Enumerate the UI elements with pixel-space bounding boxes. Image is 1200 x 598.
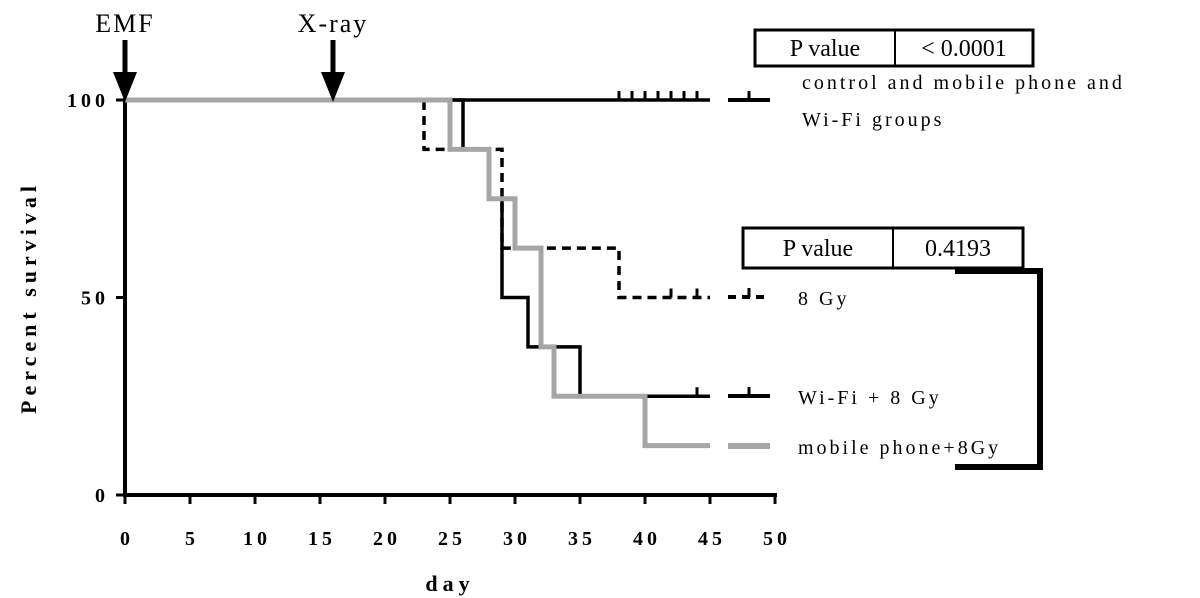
x-tick-label: 5: [185, 528, 199, 550]
annotation-arrow-head: [113, 72, 137, 102]
y-tick-label: 50: [81, 288, 109, 310]
legend-label-line2: Wi-Fi groups: [802, 109, 944, 131]
legend-label: 8 Gy: [798, 288, 849, 310]
series-line-2: [125, 98, 710, 398]
annotation-arrow-head: [321, 72, 345, 102]
p-value-label: P value: [783, 236, 853, 262]
p-value-value: 0.4193: [925, 236, 991, 262]
x-tick-label: 35: [568, 528, 596, 550]
x-tick-label: 30: [503, 528, 531, 550]
comparison-bracket: [955, 268, 1043, 470]
p-value-label: P value: [790, 36, 860, 62]
p-value-tables: P value < 0.0001 P value 0.4193: [741, 28, 1043, 470]
annotation-label: X-ray: [298, 9, 369, 38]
x-tick-label: 45: [698, 528, 726, 550]
x-tick-label: 50: [763, 528, 791, 550]
y-axis-title: Percent survival: [16, 181, 41, 414]
series-line-1: [125, 98, 710, 300]
x-tick-label: 0: [120, 528, 134, 550]
p-value-table: [741, 226, 1025, 270]
y-tick-label: 0: [95, 485, 109, 507]
legend-label: control and mobile phone and: [802, 72, 1125, 94]
legend-label: mobile phone+8Gy: [798, 437, 1001, 459]
x-tick-label: 10: [243, 528, 271, 550]
annotations: EMF X-ray: [95, 9, 369, 102]
x-axis-title: day: [425, 571, 474, 596]
x-tick-label: 40: [633, 528, 661, 550]
x-tick-label: 15: [308, 528, 336, 550]
x-tick-label: 20: [373, 528, 401, 550]
x-tick-label: 25: [438, 528, 466, 550]
series-line-3: [125, 97, 710, 449]
y-tick-label: 100: [67, 90, 109, 112]
legend-label: Wi-Fi + 8 Gy: [798, 387, 942, 409]
p-value-value: < 0.0001: [921, 36, 1007, 62]
series-layer: [125, 91, 710, 449]
annotation-label: EMF: [95, 9, 154, 38]
axes: 0 5 10 15 20 25 30 35 40 45 50 0 50 100 day Percent sur…: [16, 90, 791, 596]
